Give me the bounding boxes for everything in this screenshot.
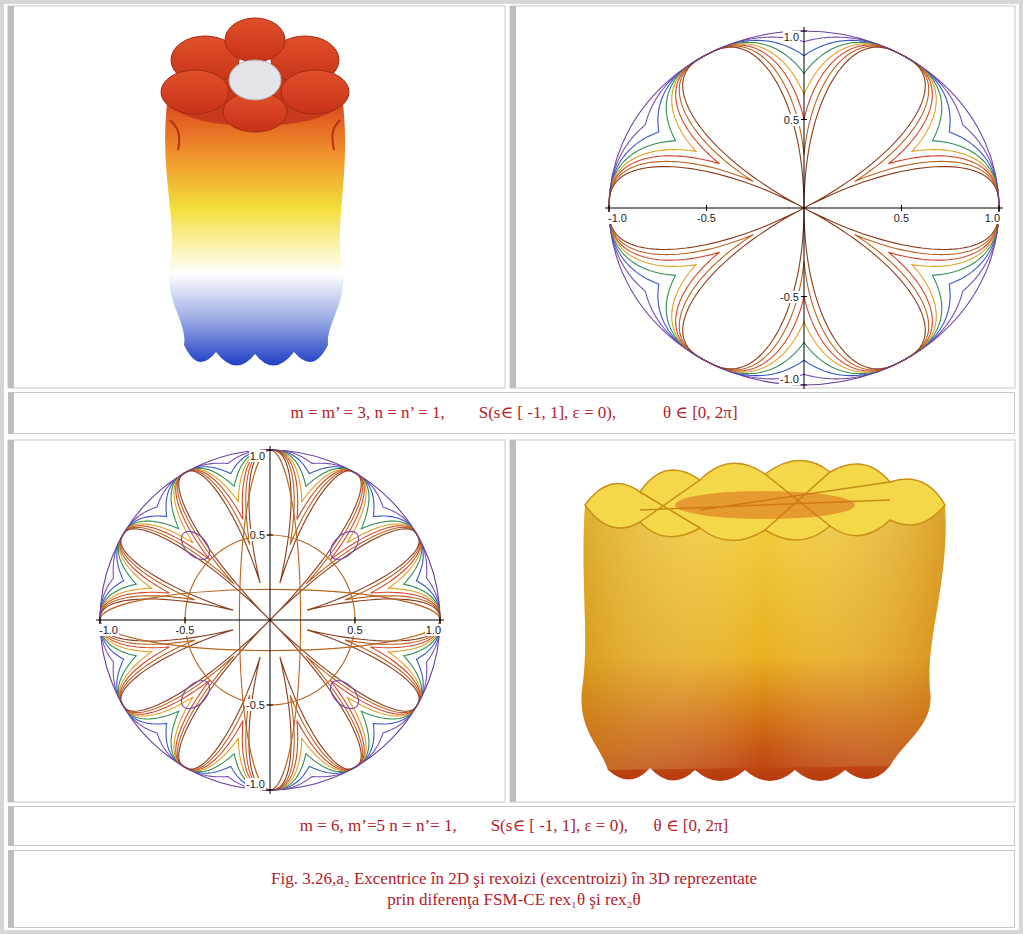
- axis-tick-label: -1.0: [779, 373, 800, 385]
- cell-frame: [8, 440, 505, 802]
- cell-bar: [8, 6, 14, 388]
- cell-frame: [510, 6, 1015, 388]
- cell-bar: [510, 440, 516, 802]
- rexoid-petal: [281, 70, 349, 114]
- tick-mark: [999, 205, 1000, 211]
- tick-mark: [185, 617, 186, 623]
- axis-tick-label: 0.5: [249, 529, 266, 541]
- eccentric-loop: [176, 675, 214, 713]
- rexoid-body: [582, 505, 946, 781]
- tick-mark: [706, 205, 707, 211]
- tick-mark: [801, 119, 807, 120]
- eccentric-loop: [176, 526, 214, 564]
- tick-mark: [801, 31, 807, 32]
- eccentric-loop: [325, 526, 363, 564]
- parameter-text: m = 6, m’=5 n = n’= 1, S(s∈ [ -1, 1], ε …: [300, 815, 728, 836]
- y-axis: [804, 27, 805, 389]
- rexoid-body: [165, 95, 345, 366]
- axis-tick-label: 1.0: [984, 212, 1001, 224]
- axis-tick-label: 1.0: [425, 624, 442, 636]
- caption-text: Fig. 3.26,a₂ Excentrice în 2D şi rexoizi…: [264, 868, 764, 911]
- tick-mark: [801, 385, 807, 386]
- tick-mark: [440, 617, 441, 623]
- rexoid-highlight: [870, 452, 890, 464]
- tick-mark: [355, 617, 356, 623]
- axis-tick-label: 1.0: [249, 450, 266, 462]
- tick-mark: [267, 535, 273, 536]
- cell-frame: [510, 440, 1015, 802]
- rexoid-top: [585, 460, 945, 540]
- rexoid-petal: [161, 70, 229, 114]
- cell-frame: [8, 6, 505, 388]
- rexoid-folds: [640, 472, 890, 530]
- axis-tick-label: 0.5: [893, 212, 910, 224]
- tick-mark: [801, 296, 807, 297]
- cell-bar: [510, 6, 516, 388]
- axis-tick-label: -0.5: [175, 624, 196, 636]
- tick-mark: [100, 617, 101, 623]
- eccentric-plot: [605, 27, 1003, 389]
- parameter-row: m = 6, m’=5 n = n’= 1, S(s∈ [ -1, 1], ε …: [8, 806, 1015, 846]
- cell-frames: [8, 6, 1015, 802]
- y-axis: [270, 446, 271, 794]
- rexoid-3d-blue: [161, 18, 349, 366]
- axis-tick-label: -0.5: [696, 212, 717, 224]
- axis-tick-label: 0.5: [346, 624, 363, 636]
- rexoid-shade: [582, 505, 946, 770]
- rexoid-petal: [225, 18, 285, 62]
- axis-tick-label: 0.5: [783, 114, 800, 126]
- axis-tick-label: -0.5: [245, 699, 266, 711]
- tick-mark: [267, 450, 273, 451]
- axis-tick-label: -1.0: [98, 624, 119, 636]
- rexoid-inner: [675, 491, 855, 519]
- axis-tick-label: 1.0: [783, 31, 800, 43]
- eccentric-loop: [325, 675, 363, 713]
- parameter-text: m = m’ = 3, n = n’ = 1, S(s∈ [ -1, 1], ε…: [290, 402, 737, 423]
- tick-mark: [901, 205, 902, 211]
- figure-caption-box: Fig. 3.26,a₂ Excentrice în 2D şi rexoizi…: [8, 850, 1015, 928]
- tick-mark: [609, 205, 610, 211]
- cell-bar: [8, 440, 14, 802]
- axis-tick-label: -0.5: [779, 291, 800, 303]
- parameter-row: m = m’ = 3, n = n’ = 1, S(s∈ [ -1, 1], ε…: [8, 392, 1015, 434]
- axis-tick-label: -1.0: [607, 212, 628, 224]
- eccentric-plot: [96, 446, 444, 794]
- rexoid-center: [229, 60, 281, 100]
- tick-mark: [267, 790, 273, 791]
- tick-mark: [267, 705, 273, 706]
- axis-tick-label: -1.0: [245, 778, 266, 790]
- rexoid-3d-gold: [582, 452, 946, 781]
